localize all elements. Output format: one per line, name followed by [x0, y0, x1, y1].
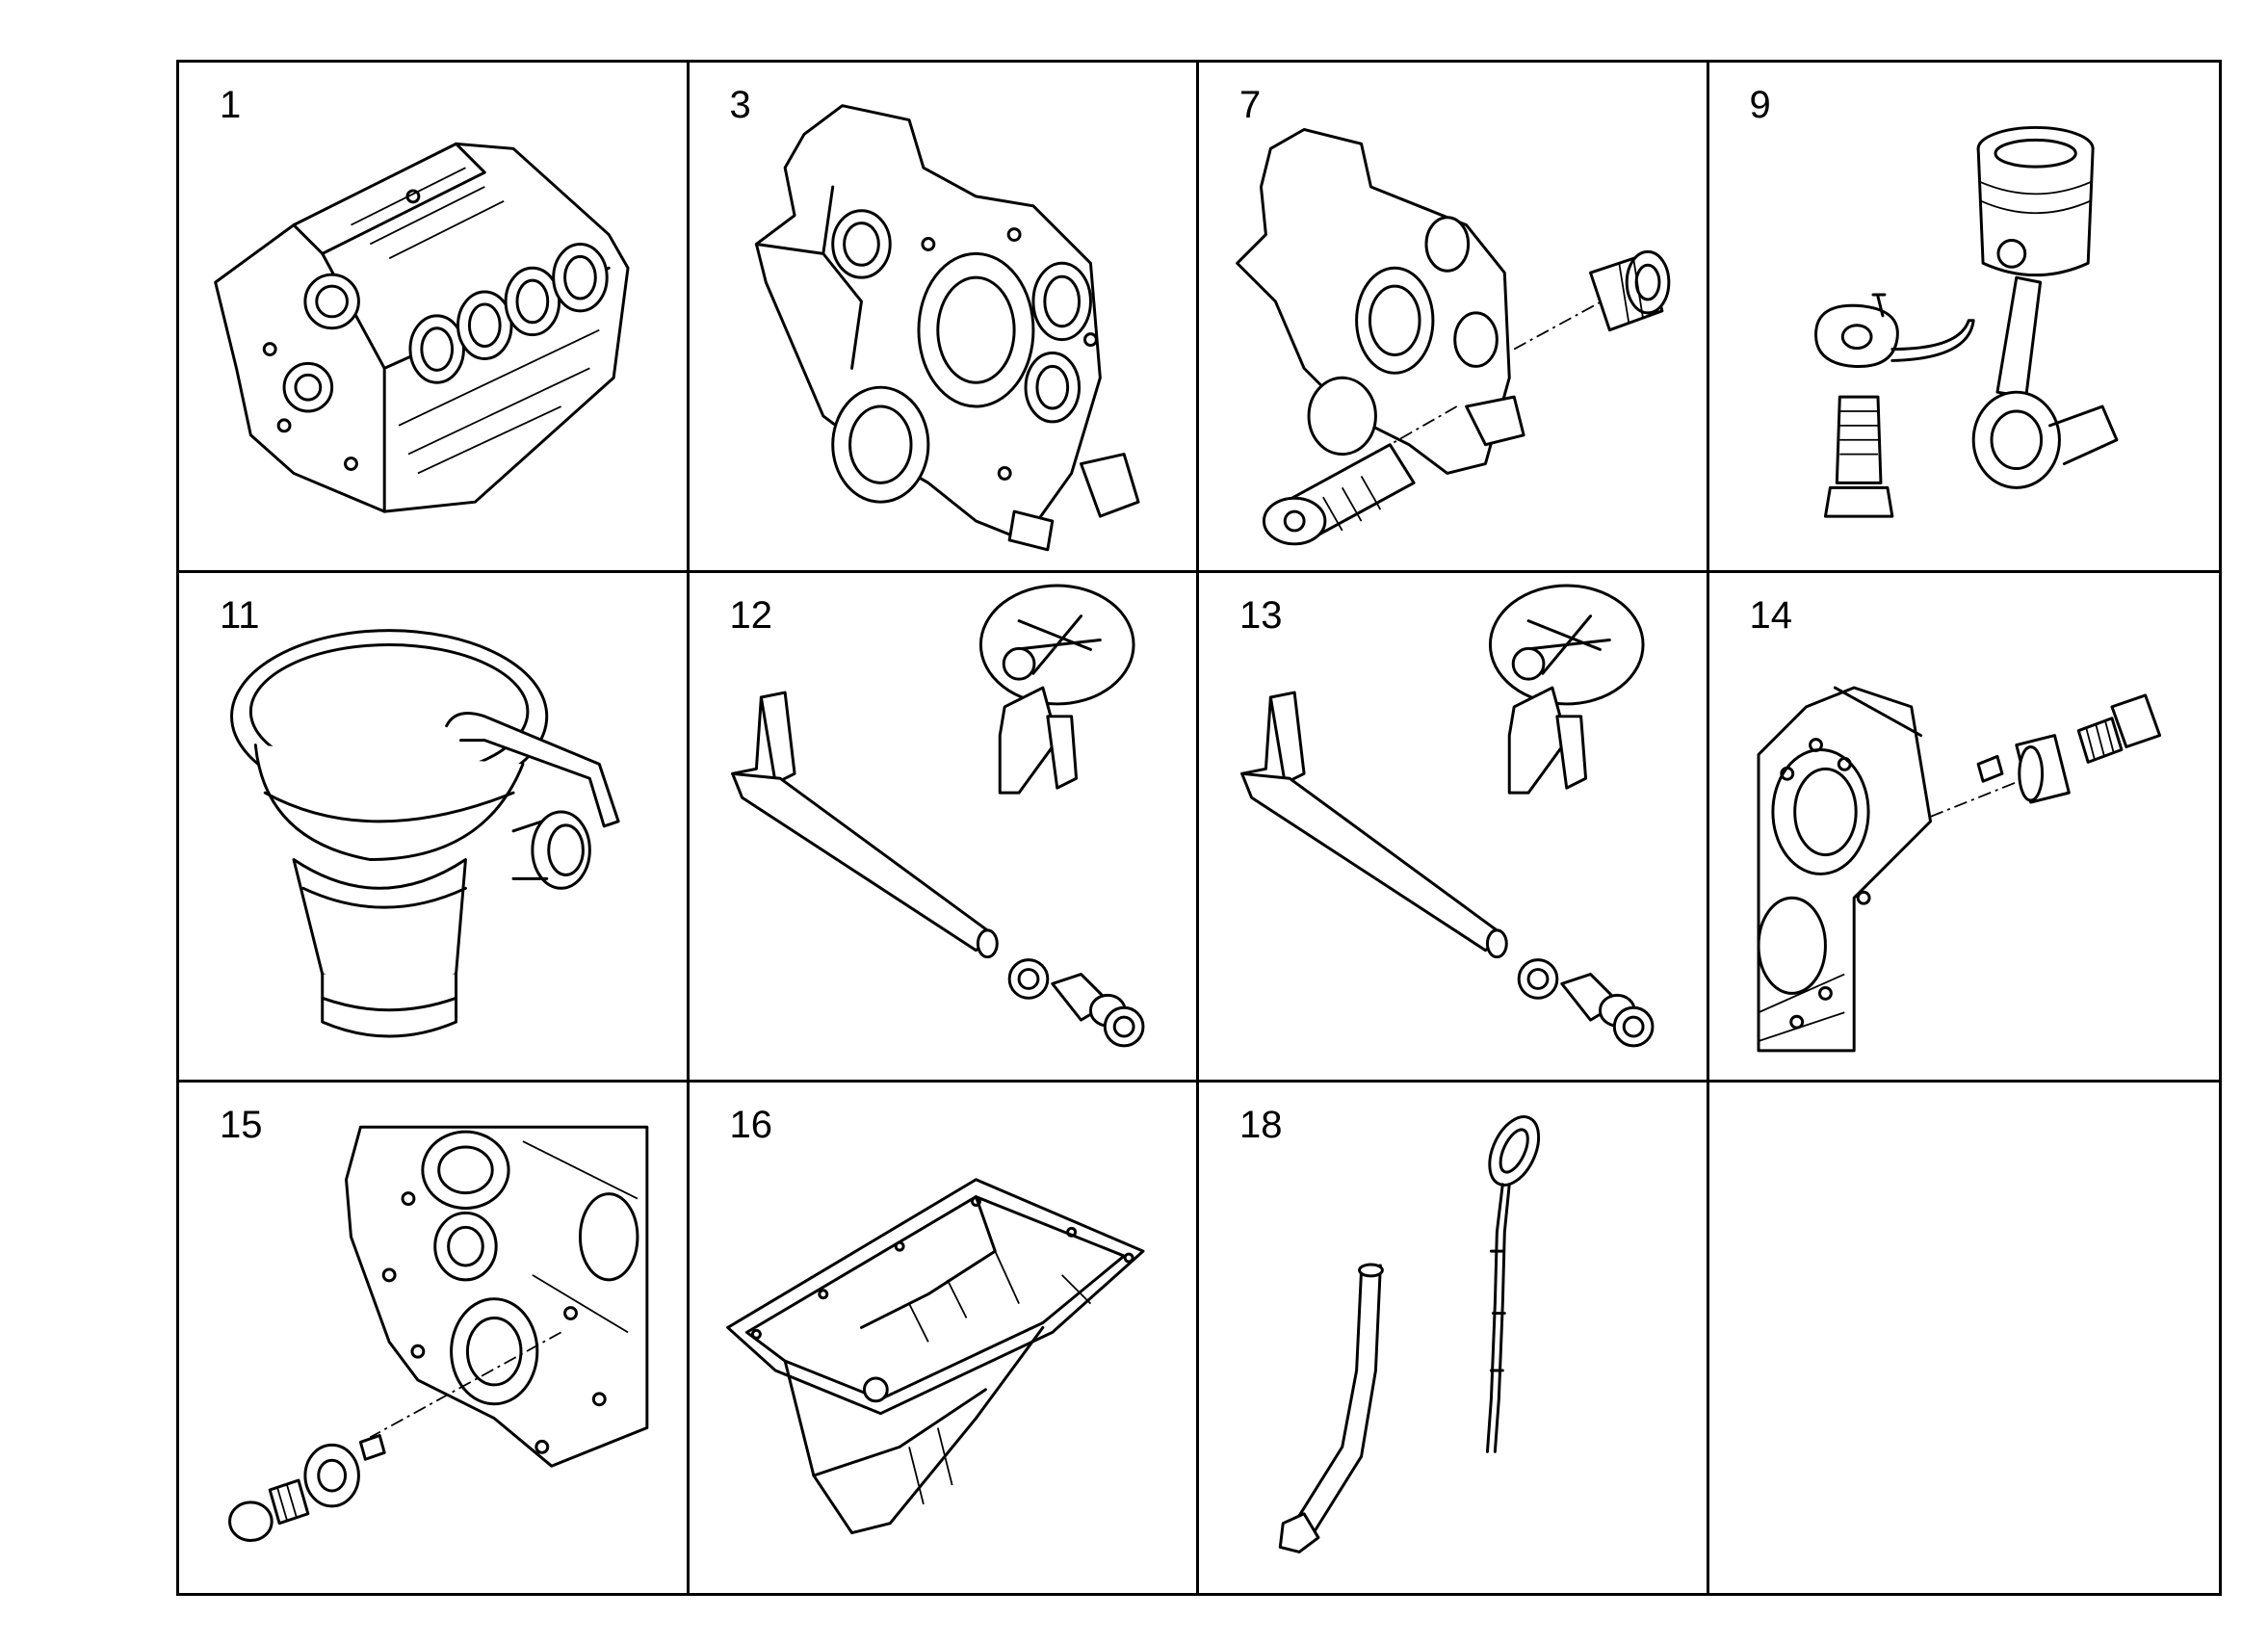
- cell-dipstick[interactable]: 18: [1199, 1083, 1709, 1593]
- engine-block-drawing: [179, 63, 687, 570]
- dipstick-drawing: [1199, 1083, 1707, 1593]
- cell-empty: [1709, 1083, 2220, 1593]
- cell-engine-block[interactable]: 1: [179, 63, 690, 573]
- cell-number: 15: [220, 1104, 263, 1147]
- oil-sump-drawing: [690, 1083, 1197, 1593]
- cell-block-plug-left[interactable]: 14: [1708, 573, 2220, 1083]
- cell-number: 14: [1749, 593, 1793, 637]
- cell-oil-breather[interactable]: 11: [179, 572, 690, 1083]
- cell-block-plug-right[interactable]: 15: [179, 1083, 690, 1593]
- timing-case-seals-drawing: [1199, 63, 1707, 570]
- cell-timing-case[interactable]: 3: [689, 63, 1199, 573]
- cell-oil-sump[interactable]: 16: [690, 1083, 1199, 1593]
- cell-number: 1: [220, 84, 242, 126]
- suction-pipe-b-drawing: [1199, 573, 1707, 1081]
- parts-grid: 1 3: [176, 60, 2222, 1596]
- cell-number: 9: [1749, 84, 1771, 126]
- cell-number: 13: [1239, 593, 1283, 637]
- cell-number: 12: [729, 593, 773, 637]
- block-plug-left-drawing: [1709, 573, 2220, 1081]
- cell-number: 16: [729, 1104, 773, 1147]
- cell-number: 3: [729, 84, 751, 126]
- cell-number: 7: [1239, 84, 1262, 126]
- cell-timing-case-seals[interactable]: 7: [1199, 63, 1709, 573]
- suction-pipe-a-drawing: [690, 573, 1197, 1081]
- block-plug-right-drawing: [179, 1083, 687, 1593]
- cell-suction-pipe-a[interactable]: 12: [689, 572, 1199, 1083]
- piston-conrod-drawing: [1709, 63, 2220, 570]
- cell-number: 11: [220, 593, 260, 637]
- cell-suction-pipe-b[interactable]: 13: [1199, 572, 1709, 1083]
- timing-case-drawing: [690, 63, 1197, 570]
- cell-piston-conrod[interactable]: 9: [1708, 63, 2220, 573]
- oil-breather-drawing: [179, 573, 687, 1081]
- cell-number: 18: [1239, 1104, 1283, 1147]
